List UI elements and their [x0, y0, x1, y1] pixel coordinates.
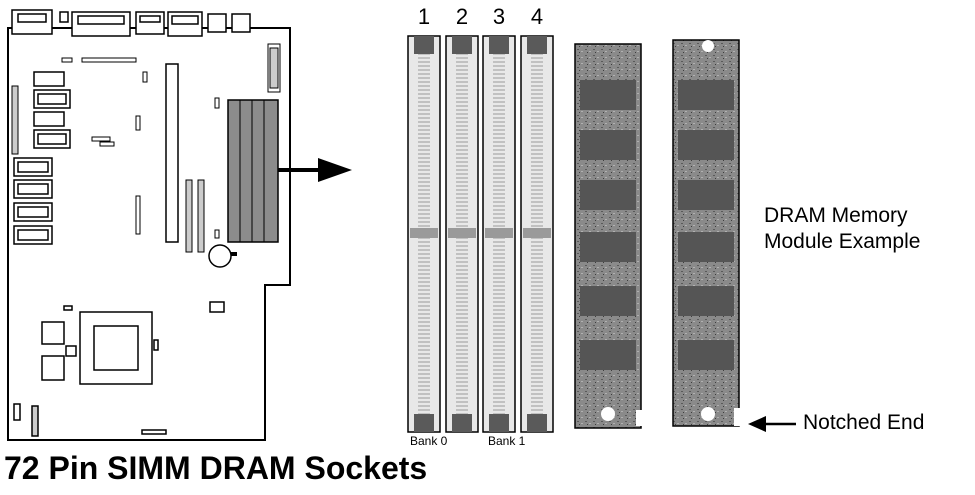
slot-number-1: 1	[417, 4, 431, 29]
notch-arrow	[748, 416, 796, 432]
dram-module-1	[574, 43, 642, 429]
module-label-line2: Module Example	[764, 230, 921, 253]
headers	[11, 43, 281, 253]
battery	[208, 244, 232, 268]
slot-number-4: 4	[530, 4, 544, 29]
notched-end-label: Notched End	[803, 411, 925, 434]
simm-sockets	[407, 35, 554, 433]
slot-number-3: 3	[492, 4, 506, 29]
pointer-arrow	[278, 158, 352, 182]
rear-io-connectors	[11, 9, 251, 37]
board-chips	[13, 71, 71, 245]
socket-2	[445, 35, 479, 433]
socket-4	[520, 35, 554, 433]
cpu-socket	[13, 301, 225, 437]
expansion-slot	[165, 63, 179, 243]
dram-module-2	[672, 39, 740, 427]
bank-label-0: Bank 0	[410, 434, 448, 448]
motherboard	[7, 9, 291, 441]
socket-3	[482, 35, 516, 433]
simm-slots-highlight	[227, 99, 279, 243]
page-title: 72 Pin SIMM DRAM Sockets	[4, 450, 428, 486]
slot-number-2: 2	[455, 4, 469, 29]
bank-label-1: Bank 1	[488, 434, 526, 448]
socket-1	[407, 35, 441, 433]
module-label-line1: DRAM Memory	[764, 204, 908, 227]
